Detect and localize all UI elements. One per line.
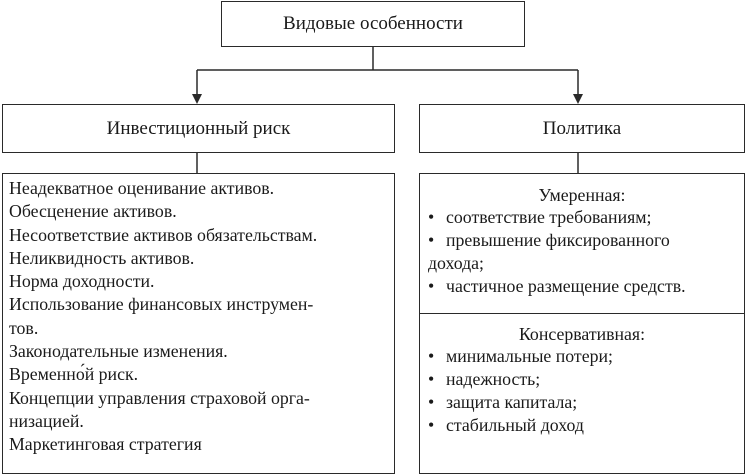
list-item-text: соответствие требованиям; [446, 207, 652, 227]
risk-item: Неадекватное оценивание активов. [9, 178, 275, 198]
bullet-icon: • [428, 207, 435, 227]
risk-item: Неликвидность активов. [9, 247, 195, 268]
risk-node-label: Инвестиционный риск [106, 117, 291, 139]
list-item: дохода; [420, 252, 744, 275]
list-item: • превышение фиксированного [420, 229, 744, 252]
list-item: • надежность; [420, 368, 744, 391]
list-item-text: дохода; [428, 253, 484, 273]
bullet-icon: • [428, 276, 435, 296]
conservative-section: Консервативная: • минимальные потери; • на… [420, 313, 744, 473]
risk-items-box: Неадекватное оценивание активов. Обесцен… [2, 173, 395, 474]
list-item: • стабильный доход [420, 414, 744, 437]
list-item-text: превышение фиксированного [446, 230, 670, 250]
bullet-icon: • [428, 230, 435, 250]
risk-item: Несоответствие активов обязательствам. [9, 224, 318, 245]
arrow-head-right [573, 94, 583, 104]
risk-node: Инвестиционный риск [2, 104, 395, 153]
risk-item: Норма доходности. [9, 271, 155, 292]
risk-item: низацией. [9, 410, 84, 431]
list-item: • защита капитала; [420, 391, 744, 414]
arrow-head-left [192, 94, 202, 104]
risk-item: Концепции управления страховой орга- [9, 387, 310, 408]
policy-node: Политика [419, 104, 745, 153]
list-item-text: минимальные потери; [446, 346, 613, 366]
bullet-icon: • [428, 415, 435, 435]
moderate-title: Умеренная: [538, 185, 626, 205]
top-node-label: Видовые особенности [283, 13, 463, 34]
list-item: • минимальные потери; [420, 345, 744, 368]
policy-node-label: Политика [542, 117, 622, 139]
list-item-text: надежность; [446, 369, 541, 389]
risk-item: Использование финансовых инструмен- [9, 294, 314, 315]
bullet-icon: • [428, 392, 435, 412]
bullet-icon: • [428, 369, 435, 389]
list-item: • частичное размещение средств. [420, 275, 744, 298]
bullet-icon: • [428, 346, 435, 366]
moderate-section: Умеренная: • соответствие требованиям; • п… [420, 174, 744, 314]
conservative-title: Консервативная: [518, 324, 646, 344]
risk-item: Обесценение активов. [9, 201, 177, 222]
list-item-text: частичное размещение средств. [446, 276, 686, 296]
policy-items-box: Умеренная: • соответствие требованиям; • п… [419, 173, 745, 474]
list-item-text: стабильный доход [446, 415, 584, 435]
risk-item: Законодательные изменения. [9, 341, 228, 362]
risk-item: Временно́й риск. [9, 364, 139, 385]
top-node: Видовые особенности [221, 1, 525, 47]
risk-item: Маркетинговая стратегия [9, 434, 202, 455]
list-item-text: защита капитала; [446, 392, 578, 412]
list-item: • соответствие требованиям; [420, 206, 744, 229]
risk-item: тов. [9, 317, 39, 338]
